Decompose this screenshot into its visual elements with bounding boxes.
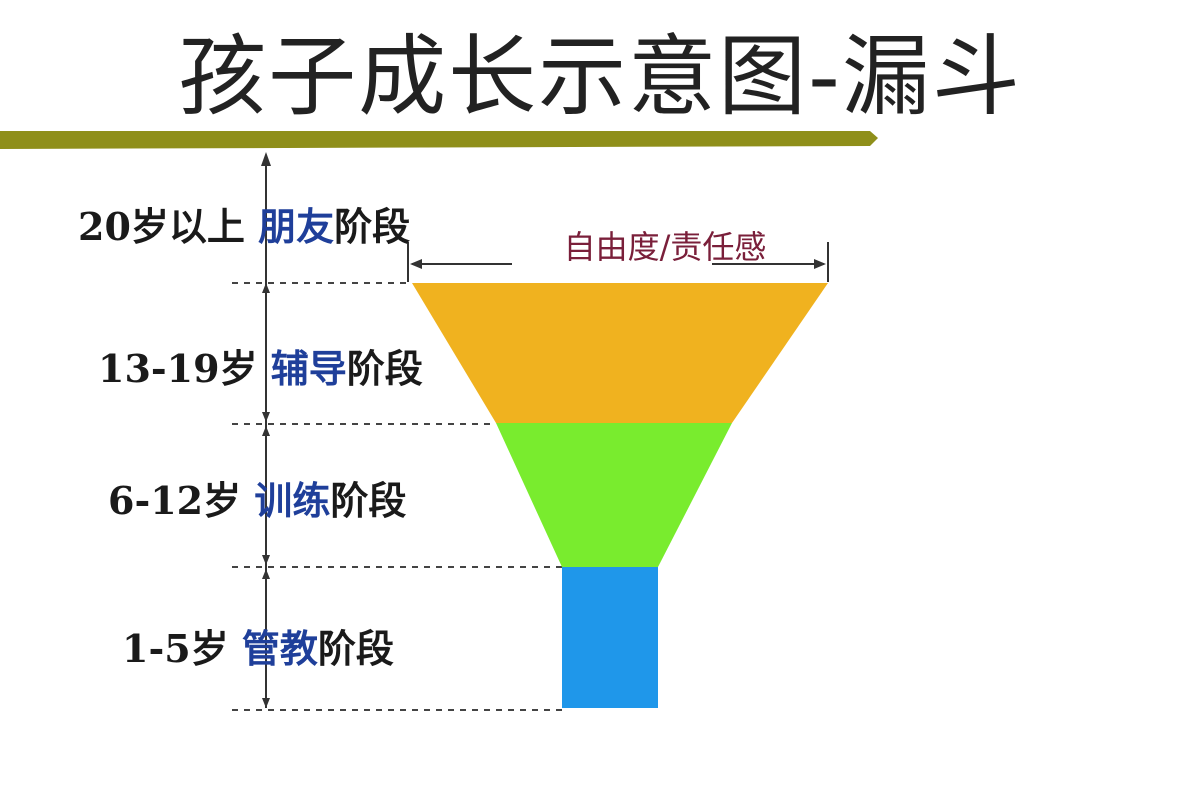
dimension-label: 自由度/责任感 [563,228,767,266]
funnel-segment-middle [496,423,732,567]
stage-highlight: 管教 [241,627,318,671]
funnel-segment-bottom [562,567,658,708]
funnel-segment-top [412,283,828,423]
tick-arrow-icon [262,412,270,422]
stage-suffix: 阶段 [334,205,411,249]
tick-arrow-icon [262,426,270,436]
stage-label-friend: 20岁以上 朋友阶段 [78,196,410,251]
stage-label-discipline: 1-5岁 管教阶段 [122,618,394,673]
stage-suffix: 阶段 [346,347,423,391]
stage-highlight: 朋友 [258,205,335,249]
stage-suffix: 阶段 [330,479,407,523]
stage-highlight: 训练 [254,479,331,523]
stage-label-guidance: 13-19岁 辅导阶段 [98,338,423,393]
page-title: 孩子成长示意图-漏斗 [178,25,1022,128]
stage-suffix: 阶段 [317,627,394,671]
tick-arrow-icon [262,283,270,293]
stage-age: 1-5岁 [122,626,229,671]
stage-age: 13-19岁 [98,346,258,391]
stage-age: 6-12岁 [108,478,242,523]
axis-arrow-up-icon [261,152,271,166]
dimension-arrow-left-icon [410,259,422,269]
tick-arrow-icon [262,698,270,708]
dimension-arrow-right-icon [814,259,826,269]
tick-arrow-icon [262,555,270,565]
title-underline-bar [0,131,878,149]
tick-arrow-icon [262,569,270,579]
stage-age: 20岁以上 [78,204,245,249]
stage-highlight: 辅导 [270,347,347,391]
stage-label-training: 6-12岁 训练阶段 [108,470,406,525]
